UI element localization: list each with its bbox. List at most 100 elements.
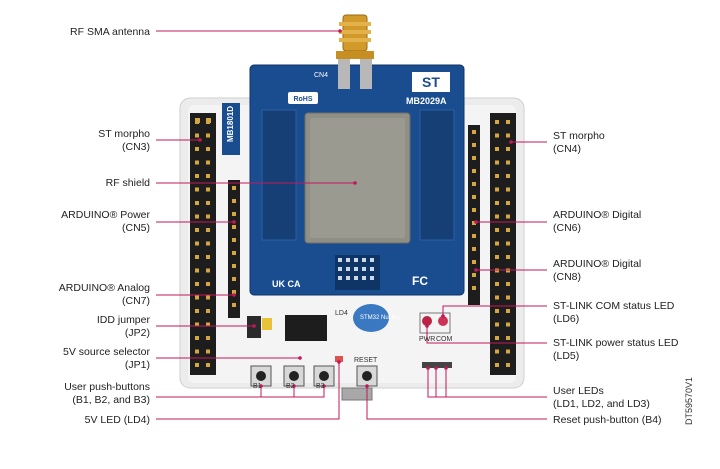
header-pin (206, 187, 210, 192)
header-pin (232, 251, 236, 255)
module-name: MB2029A (406, 96, 447, 106)
rohs-badge: RoHS (293, 96, 312, 103)
header-pin (472, 221, 476, 225)
header-pin (206, 322, 210, 327)
leader-5v-led-dot (337, 360, 341, 364)
label-stlink-com-led: ST-LINK COM status LED(LD6) (553, 300, 675, 325)
label-5v-source-selector: 5V source selector(JP1) (63, 346, 150, 371)
header-pin (506, 187, 510, 192)
header-pin (495, 282, 499, 286)
header-pin (195, 160, 199, 165)
user-button-b1 (250, 365, 272, 387)
leader-user-buttons-dot (259, 384, 263, 388)
label-arduino-digital-cn8: ARDUINO® Digital(CN8) (553, 258, 642, 283)
header-pin (495, 363, 499, 367)
header-pin (232, 264, 236, 268)
header-pin (206, 309, 210, 313)
header-pin (206, 120, 210, 124)
ld5-led (438, 316, 448, 326)
label-5v-led: 5V LED (LD4) (84, 414, 150, 426)
header-pin (206, 214, 210, 219)
leader-arduino-digital-cn6-dot (474, 220, 478, 224)
leader-user-buttons-b2-dot (292, 384, 296, 388)
header-pin (195, 147, 199, 151)
header-pin (206, 363, 210, 367)
header-pin (472, 195, 476, 199)
header-pin (472, 182, 476, 186)
leader-user-leds (427, 368, 547, 398)
ld6-led (422, 316, 432, 326)
header-pin (195, 349, 199, 354)
header-pin (495, 133, 499, 138)
header-pin (206, 241, 210, 246)
header-pin (232, 303, 236, 307)
mb-board-name: MB1801D (226, 106, 235, 143)
header-pin (495, 322, 499, 327)
leader-stlink-com-led-dot (441, 314, 445, 318)
leader-user-leds-dot (426, 366, 430, 370)
header-pin (506, 295, 510, 300)
header-pin (495, 349, 499, 354)
header-pin (472, 234, 476, 238)
b2-silk: B2 (286, 383, 295, 390)
com-silk: COM (436, 336, 453, 343)
label-arduino-analog: ARDUINO® Analog(CN7) (58, 282, 150, 307)
leader-user-leds-2-dot (434, 366, 438, 370)
header-pin (206, 147, 210, 151)
header-pin (472, 286, 476, 290)
b3-silk: B3 (316, 383, 325, 390)
header-pin (506, 349, 510, 354)
header-pin (495, 160, 499, 165)
header-pin (506, 201, 510, 205)
header-pin (472, 169, 476, 173)
header-pin (195, 201, 199, 205)
leader-stlink-power-led (426, 326, 547, 344)
header-pin (495, 228, 499, 232)
header-pin (495, 174, 499, 178)
cn4-silk: CN4 (314, 72, 329, 79)
header-pin (206, 255, 210, 259)
leader-st-morpho-cn3-dot (198, 138, 202, 142)
header-pin (195, 309, 199, 313)
header-pin (495, 309, 499, 313)
header-pin (506, 322, 510, 327)
ukca-mark: UK CA (272, 279, 301, 289)
user-button-b3 (313, 365, 335, 387)
header-pin (195, 120, 199, 124)
header-pin (495, 336, 499, 340)
header-pin (506, 160, 510, 165)
header-pin (232, 186, 236, 190)
st-morpho-cn4-header (490, 113, 516, 375)
label-idd-jumper: IDD jumper(JP2) (96, 314, 150, 339)
header-pin (195, 268, 199, 273)
sma-antenna (336, 14, 374, 89)
leader-stlink-com-led (442, 305, 547, 316)
header-pin (206, 201, 210, 205)
header-pin (195, 363, 199, 367)
header-pin (472, 273, 476, 277)
header-pin (195, 282, 199, 286)
header-pin (506, 120, 510, 124)
leader-stlink-power-led-dot (425, 324, 429, 328)
leader-arduino-power-dot (232, 220, 236, 224)
leader-rf-shield-dot (353, 181, 357, 185)
header-pin (495, 147, 499, 151)
st-morpho-cn3-header (190, 113, 216, 375)
header-pin (506, 214, 510, 219)
header-pin (506, 228, 510, 232)
ld4-silk: LD4 (335, 310, 348, 317)
header-pin (232, 290, 236, 294)
header-pin (495, 255, 499, 259)
leader-user-buttons-b3 (294, 386, 325, 398)
label-user-push-buttons: User push-buttons(B1, B2, and B3) (64, 381, 150, 406)
reset-silk: RESET (354, 357, 378, 364)
header-pin (506, 363, 510, 367)
st-logo: ST (422, 74, 440, 90)
leader-rf-sma-dot (338, 29, 342, 33)
header-pin (206, 228, 210, 232)
header-pin (206, 295, 210, 300)
header-pin (195, 133, 199, 138)
header-pin (195, 214, 199, 219)
header-pin (495, 120, 499, 124)
